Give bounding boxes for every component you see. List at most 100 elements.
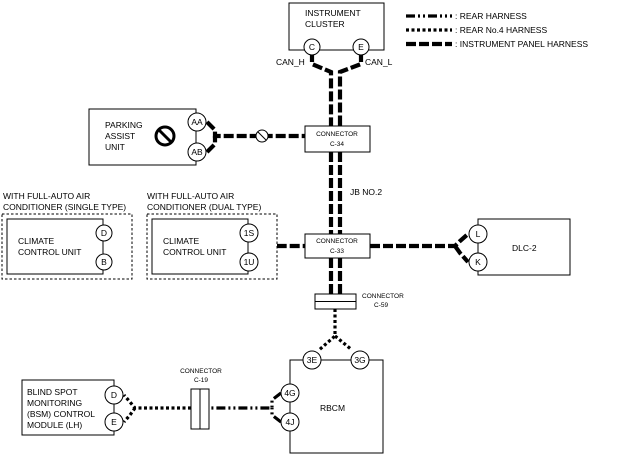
parking-assist-label-1: PARKING	[105, 120, 143, 130]
legend-rear-harness-label: : REAR HARNESS	[455, 11, 527, 21]
rbcm-box	[289, 359, 384, 454]
bsm-pin-e	[104, 412, 124, 432]
connector-c19: CONNECTOR C-19	[180, 368, 222, 430]
wire-bsm-d	[122, 393, 191, 410]
connector-c34-box	[304, 125, 371, 153]
wire-rbcm-4g	[209, 391, 282, 410]
connector-c59-label-2: C-59	[374, 302, 388, 309]
wire-rbcm-4j	[270, 408, 282, 424]
climate-single-pin-b	[95, 253, 113, 271]
parking-assist-pin-aa	[187, 112, 207, 132]
rbcm-pin-4g	[280, 383, 300, 403]
climate-dual-pin-1s-label: 1S	[244, 228, 255, 238]
parking-assist-unit: PARKING ASSIST UNIT AA AB	[88, 108, 207, 166]
climate-dual-note-1: WITH FULL-AUTO AIR	[147, 191, 234, 201]
climate-dual-label-1: CLIMATE	[163, 236, 200, 246]
climate-dual-pin-1u-label: 1U	[244, 257, 255, 267]
dlc2-pin-l-label: L	[476, 229, 481, 239]
bsm-label-3: (BSM) CONTROL	[27, 409, 95, 419]
wire-can-l-cluster	[337, 52, 364, 126]
wire-rbcm-3e	[317, 309, 337, 352]
rbcm-pin-4g-label: 4G	[284, 388, 295, 398]
climate-single-pin-d-label: D	[101, 228, 107, 238]
climate-dual-box	[151, 218, 249, 275]
climate-single-pin-d	[95, 224, 113, 242]
wires	[111, 52, 470, 424]
instrument-cluster-pin-e	[352, 38, 370, 56]
climate-control-single: WITH FULL-AUTO AIR CONDITIONER (SINGLE T…	[1, 191, 133, 280]
instrument-cluster-pin-c	[303, 38, 321, 56]
parking-assist-pin-ab	[187, 142, 207, 162]
connector-c34-label-1: CONNECTOR	[316, 131, 358, 138]
legend: : REAR HARNESS : REAR No.4 HARNESS : INS…	[406, 11, 588, 49]
instrument-cluster-label-2: CLUSTER	[305, 19, 345, 29]
parking-assist-pin-aa-label: AA	[191, 117, 203, 127]
connector-c34-label-2: C-34	[330, 141, 344, 148]
wire-can-h-cluster	[309, 52, 334, 126]
bsm-pin-d	[104, 385, 124, 405]
parking-assist-label-3: UNIT	[105, 142, 125, 152]
rbcm-label: RBCM	[320, 403, 345, 413]
connector-c33-label-2: C-33	[330, 248, 344, 255]
climate-dual-pin-1s	[239, 223, 259, 243]
can-l-label: CAN_L	[365, 57, 393, 67]
climate-control-dual: WITH FULL-AUTO AIR CONDITIONER (DUAL TYP…	[146, 191, 278, 280]
connector-c19-label-2: C-19	[194, 377, 208, 384]
dlc2-label: DLC-2	[512, 243, 537, 253]
wire-parking-assist-ab	[205, 136, 218, 154]
connector-c33: CONNECTOR C-33	[304, 233, 371, 259]
connector-c59-label-1: CONNECTOR	[362, 293, 404, 300]
bsm-label-4: MODULE (LH)	[27, 420, 82, 430]
parking-assist-pin-ab-label: AB	[191, 147, 203, 157]
climate-single-label-1: CLIMATE	[18, 236, 55, 246]
climate-single-note-2: CONDITIONER (SINGLE TYPE)	[3, 202, 126, 212]
parking-assist-label-2: ASSIST	[105, 131, 135, 141]
instrument-cluster-pin-e-label: E	[358, 42, 364, 52]
climate-single-label-2: CONTROL UNIT	[18, 247, 81, 257]
connector-c59: CONNECTOR C-59	[314, 293, 404, 310]
bsm-pin-e-label: E	[111, 417, 117, 427]
instrument-cluster: INSTRUMENT CLUSTER C E CAN_H CAN_L	[276, 2, 393, 67]
legend-instrument-panel-harness-label: : INSTRUMENT PANEL HARNESS	[455, 39, 588, 49]
dlc2-pin-l	[468, 224, 488, 244]
rbcm-pin-3e-label: 3E	[307, 355, 318, 365]
instrument-cluster-box	[288, 2, 385, 51]
can-h-label: CAN_H	[276, 57, 305, 67]
wire-dlc2-l	[370, 232, 470, 249]
wire-rbcm-3g	[333, 334, 354, 352]
bsm-control-module: BLIND SPOT MONITORING (BSM) CONTROL MODU…	[21, 379, 124, 436]
connector-c19-label-1: CONNECTOR	[180, 368, 222, 375]
wire-bsm-e	[122, 407, 137, 424]
wire-dlc2-k	[453, 244, 470, 264]
rbcm-pin-3e	[302, 350, 322, 370]
instrument-cluster-label-1: INSTRUMENT	[305, 8, 361, 18]
dlc2-pin-k-label: K	[475, 257, 481, 267]
rbcm-pin-3g	[350, 350, 370, 370]
rbcm-pin-4j	[280, 412, 300, 432]
climate-dual-pin-1u	[239, 252, 259, 272]
instrument-cluster-pin-c-label: C	[309, 42, 315, 52]
connector-c33-label-1: CONNECTOR	[316, 238, 358, 245]
parking-assist-box	[88, 108, 197, 166]
not-equipped-icon	[154, 125, 176, 147]
bsm-label-2: MONITORING	[27, 398, 82, 408]
climate-single-box	[6, 218, 104, 275]
dlc2-box	[477, 218, 571, 276]
climate-dual-label-2: CONTROL UNIT	[163, 247, 226, 257]
connector-c34: CONNECTOR C-34	[304, 125, 371, 153]
bsm-pin-d-label: D	[111, 390, 117, 400]
dlc2: DLC-2 L K	[468, 218, 571, 276]
climate-single-note-1: WITH FULL-AUTO AIR	[3, 191, 90, 201]
dlc2-pin-k	[468, 252, 488, 272]
climate-dual-note-2: CONDITIONER (DUAL TYPE)	[147, 202, 261, 212]
wire-parking-assist-aa	[205, 120, 305, 139]
rbcm-pin-3g-label: 3G	[354, 355, 365, 365]
jb-no2-label: JB NO.2	[350, 187, 382, 197]
connector-c33-box	[304, 233, 371, 259]
wire-not-equipped-icon	[255, 129, 269, 143]
bsm-box	[21, 379, 115, 436]
legend-rear-no4-harness-label: : REAR No.4 HARNESS	[455, 25, 547, 35]
rbcm: RBCM 3E 3G 4G 4J	[280, 350, 384, 454]
bsm-label-1: BLIND SPOT	[27, 387, 78, 397]
